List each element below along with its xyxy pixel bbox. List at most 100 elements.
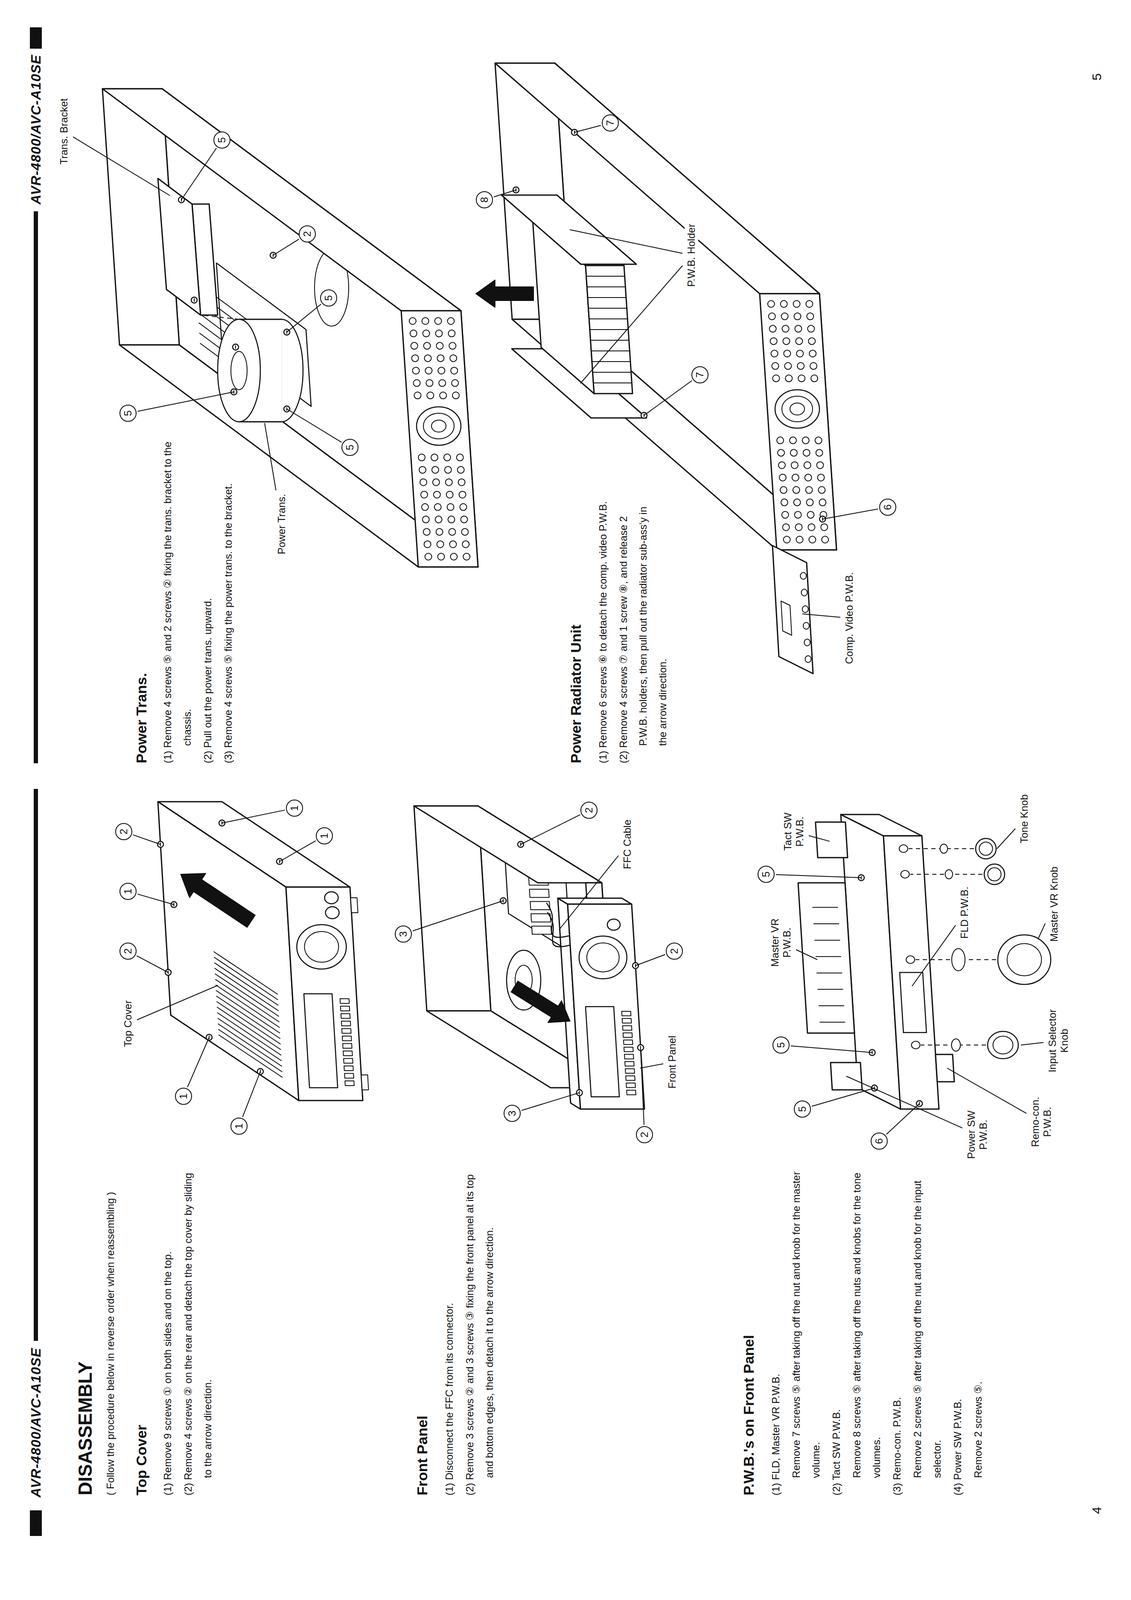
jack bbox=[803, 622, 810, 630]
leader-line bbox=[808, 835, 830, 841]
callout-number: 5 bbox=[757, 865, 775, 883]
jack bbox=[792, 474, 799, 481]
part-label: Master VR P.W.B. bbox=[768, 903, 794, 981]
board-trace bbox=[813, 923, 840, 925]
leader-line bbox=[137, 893, 174, 905]
pwb-bracket-front bbox=[883, 835, 939, 1109]
procedure-step: (1) Remove 4 screws ⑤ and 2 screws ② fix… bbox=[157, 430, 198, 764]
jack bbox=[418, 454, 426, 461]
jack bbox=[783, 536, 791, 543]
callout-number: 5 bbox=[320, 289, 338, 307]
button bbox=[622, 1018, 632, 1024]
jack bbox=[410, 329, 417, 337]
leader-line bbox=[802, 613, 841, 618]
master-knob bbox=[579, 935, 627, 979]
jack bbox=[457, 466, 465, 474]
button bbox=[341, 1028, 352, 1034]
jack bbox=[818, 486, 825, 494]
jack bbox=[448, 515, 455, 523]
leader-line bbox=[635, 954, 665, 966]
fan-grille bbox=[431, 419, 446, 432]
procedure-step: (2) Tact SW P.W.B. bbox=[826, 1170, 847, 1496]
procedure-step: (2) Remove 3 screws ② and 3 screws ③ fix… bbox=[460, 1170, 500, 1496]
callout-number: 8 bbox=[475, 191, 493, 209]
callout-number: 1 bbox=[230, 1117, 248, 1135]
callout-number: 2 bbox=[665, 942, 683, 960]
section-heading: Front Panel bbox=[413, 1415, 431, 1496]
jack bbox=[447, 503, 455, 511]
jack bbox=[791, 461, 799, 469]
callout-number: 5 bbox=[213, 131, 231, 149]
jack bbox=[809, 349, 817, 357]
leader-line bbox=[137, 391, 234, 412]
jack bbox=[426, 391, 434, 399]
leader-line bbox=[775, 874, 862, 878]
leader-line bbox=[1020, 1042, 1044, 1045]
radiator-fin bbox=[590, 339, 630, 341]
jack bbox=[796, 349, 804, 357]
jack bbox=[776, 437, 784, 444]
knob-face bbox=[304, 931, 339, 962]
callout-number: 2 bbox=[580, 801, 598, 819]
chassis-side-wall bbox=[102, 88, 461, 311]
page-number: 5 bbox=[1089, 73, 1105, 81]
nut bbox=[951, 948, 965, 971]
jack bbox=[782, 325, 790, 333]
jack bbox=[810, 374, 818, 382]
jack bbox=[807, 511, 814, 519]
knob-face bbox=[979, 841, 993, 855]
leader-line bbox=[136, 955, 169, 973]
section-heading: Power Trans. bbox=[133, 672, 150, 764]
callout-number: 6 bbox=[879, 498, 897, 516]
component bbox=[531, 925, 552, 934]
jack bbox=[816, 461, 824, 469]
button bbox=[621, 1011, 632, 1016]
trans-bracket bbox=[157, 178, 201, 315]
radiator-fin bbox=[591, 350, 630, 352]
line-art bbox=[29, 27, 1051, 1536]
board-trace bbox=[814, 939, 840, 941]
header-rule bbox=[33, 211, 38, 764]
jack bbox=[800, 572, 807, 580]
jack bbox=[772, 374, 780, 382]
master-knob bbox=[296, 924, 347, 969]
jack bbox=[459, 491, 467, 499]
part-label: Comp. Video P.W.B. bbox=[842, 570, 857, 666]
part-label: Master VR Knob bbox=[1047, 864, 1062, 944]
jack bbox=[798, 374, 805, 382]
jack bbox=[785, 374, 793, 382]
jack bbox=[801, 588, 808, 596]
callout-number: 2 bbox=[298, 225, 316, 243]
button bbox=[622, 1025, 633, 1031]
fld-board bbox=[798, 882, 855, 1033]
part-label: Top Cover bbox=[121, 998, 135, 1049]
jack bbox=[821, 536, 829, 543]
jack bbox=[425, 553, 432, 560]
page-title: DISASSEMBLY bbox=[74, 1361, 97, 1496]
front-panel bbox=[285, 886, 363, 1101]
jack bbox=[806, 312, 814, 320]
button bbox=[626, 1090, 636, 1095]
button bbox=[342, 1035, 352, 1041]
small-knob bbox=[325, 906, 340, 919]
leader-line bbox=[242, 1071, 261, 1117]
procedure-step: (3) Remove 4 screws ⑤ fixing the power t… bbox=[218, 430, 239, 764]
board-trace bbox=[812, 906, 839, 908]
jack bbox=[779, 474, 787, 481]
vent-slot bbox=[216, 1001, 281, 1044]
button bbox=[623, 1032, 633, 1038]
jack bbox=[419, 478, 427, 486]
knob bbox=[997, 934, 1051, 985]
part-label: Trans. Bracket bbox=[57, 96, 71, 167]
leader-line bbox=[181, 148, 217, 200]
jack bbox=[421, 503, 429, 511]
component bbox=[530, 913, 551, 922]
vent-slot bbox=[214, 962, 279, 1006]
top-cover bbox=[157, 801, 299, 1101]
jack bbox=[768, 312, 776, 320]
vent-slot bbox=[218, 1028, 283, 1072]
procedure-text: Remove 2 screws ⑤ after taking off the n… bbox=[907, 1170, 948, 1496]
jack bbox=[767, 300, 775, 308]
callout-number: 3 bbox=[394, 925, 412, 943]
